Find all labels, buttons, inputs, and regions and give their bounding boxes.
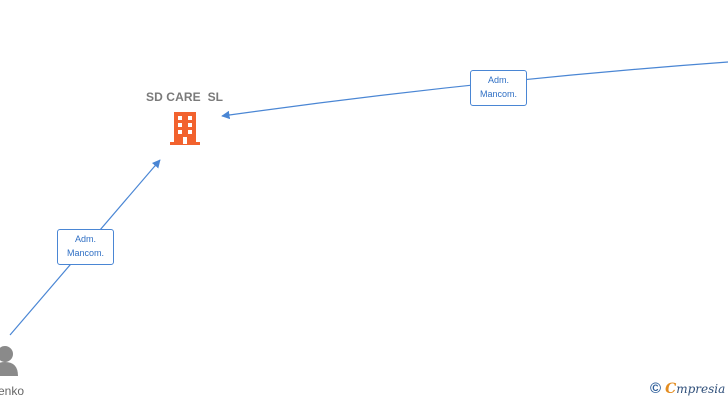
person-name[interactable]: enko [0, 384, 25, 398]
role-line-1: Adm. [74, 234, 96, 244]
role-line-2: Mancom. [66, 248, 104, 258]
copyright-icon: © [650, 380, 662, 397]
brand-initial: C [665, 380, 677, 397]
company-name[interactable]: SD CARE SL [146, 90, 224, 104]
edge-label-role[interactable]: Adm. Mancom. [57, 229, 114, 265]
edge-label-role[interactable]: Adm. Mancom. [470, 70, 527, 106]
person-icon[interactable] [0, 344, 20, 378]
building-icon[interactable] [168, 110, 202, 146]
brand-logo: © Cmpresia [650, 380, 725, 397]
brand-rest: mpresia [676, 381, 726, 396]
brand-name: Cmpresia [665, 381, 725, 397]
role-line-1: Adm. [487, 75, 509, 85]
role-line-2: Mancom. [479, 89, 517, 99]
